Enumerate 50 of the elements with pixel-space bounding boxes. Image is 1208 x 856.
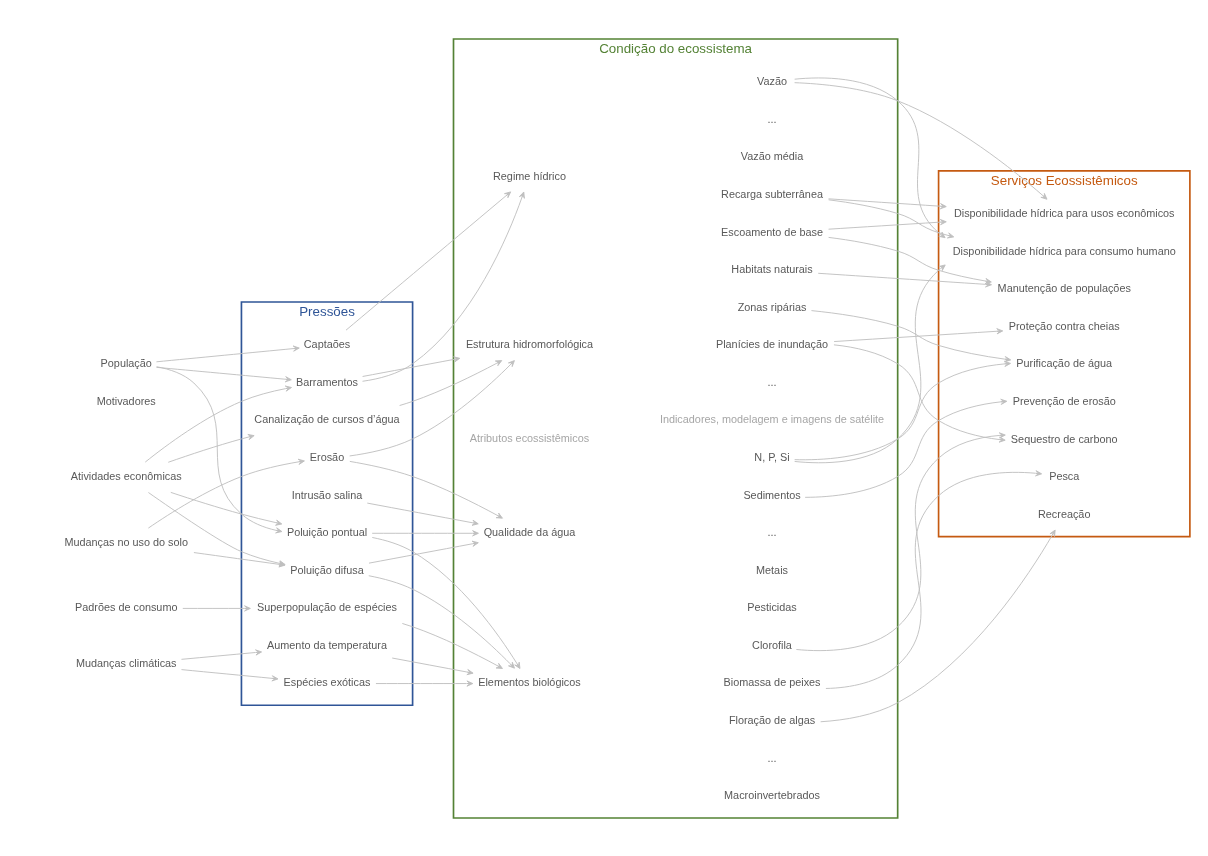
node-text: Proteção contra cheias bbox=[1008, 319, 1120, 332]
node-text: Metais bbox=[756, 563, 788, 576]
node-text: ... bbox=[767, 375, 777, 388]
node-text: Poluição pontual bbox=[286, 525, 368, 538]
node-text: Canalização de cursos d’água bbox=[254, 412, 400, 425]
node-text: Intrusão salina bbox=[291, 488, 363, 501]
node-text: Floração de algas bbox=[728, 713, 816, 726]
node-text: ... bbox=[767, 112, 777, 125]
node-text: Qualidade da água bbox=[483, 525, 576, 538]
node-text: Espécies exóticas bbox=[283, 675, 371, 688]
node-text: Mudanças climáticas bbox=[75, 656, 177, 669]
label: Atributos ecossistêmicos bbox=[469, 431, 590, 444]
label: Motivadores bbox=[96, 394, 156, 407]
node-text: Clorofila bbox=[752, 638, 792, 651]
node-text: Regime hídrico bbox=[493, 169, 566, 182]
node-text: Erosão bbox=[309, 450, 345, 463]
node-text: N, P, Si bbox=[754, 450, 790, 463]
node-text: Pesticidas bbox=[747, 600, 797, 613]
node-text: Manutenção de populações bbox=[997, 281, 1131, 294]
node-text: Padrões de consumo bbox=[74, 600, 178, 613]
node-text: Poluição difusa bbox=[290, 563, 364, 576]
node-text: Estrutura hidromorfológica bbox=[465, 337, 594, 350]
node-text: Mudanças no uso do solo bbox=[64, 535, 189, 548]
node-text: Biomassa de peixes bbox=[723, 675, 821, 688]
node-text: Disponibilidade hídrica para consumo humano bbox=[952, 244, 1176, 257]
node-text: Superpopulação de espécies bbox=[257, 600, 397, 613]
node-text: Elementos biológicos bbox=[478, 675, 581, 688]
node-text: Atividades econômicas bbox=[70, 469, 182, 482]
node-text: Pesca bbox=[1049, 469, 1080, 482]
node-text: Macroinvertebrados bbox=[724, 788, 820, 801]
node-text: Barramentos bbox=[295, 375, 359, 388]
node-text: Captaões bbox=[303, 337, 351, 350]
node-text: Escoamento de base bbox=[721, 225, 823, 238]
node-text: Recarga subterrânea bbox=[721, 187, 823, 200]
node-text: Sedimentos bbox=[743, 488, 801, 501]
node-text: Zonas ripárias bbox=[737, 300, 807, 313]
node-text: Vazão média bbox=[740, 149, 804, 162]
node-text: Vazão bbox=[757, 74, 787, 87]
node-text: Purificação de água bbox=[1016, 356, 1113, 369]
node-text: Planícies de inundação bbox=[715, 337, 829, 350]
node-text: População bbox=[100, 356, 152, 369]
node-text: Habitats naturais bbox=[731, 262, 813, 275]
node-text: Sequestro de carbono bbox=[1010, 432, 1118, 445]
node-text: Aumento da temperatura bbox=[267, 638, 387, 651]
node-text: Prevenção de erosão bbox=[1012, 394, 1116, 407]
node-text: Recreação bbox=[1038, 507, 1091, 520]
node-text: Disponibilidade hídrica para usos econômicos bbox=[953, 206, 1175, 219]
node-text: ... bbox=[767, 751, 777, 764]
node-text: ... bbox=[767, 525, 777, 538]
label: Indicadores, modelagem e imagens de satélite bbox=[659, 412, 885, 425]
